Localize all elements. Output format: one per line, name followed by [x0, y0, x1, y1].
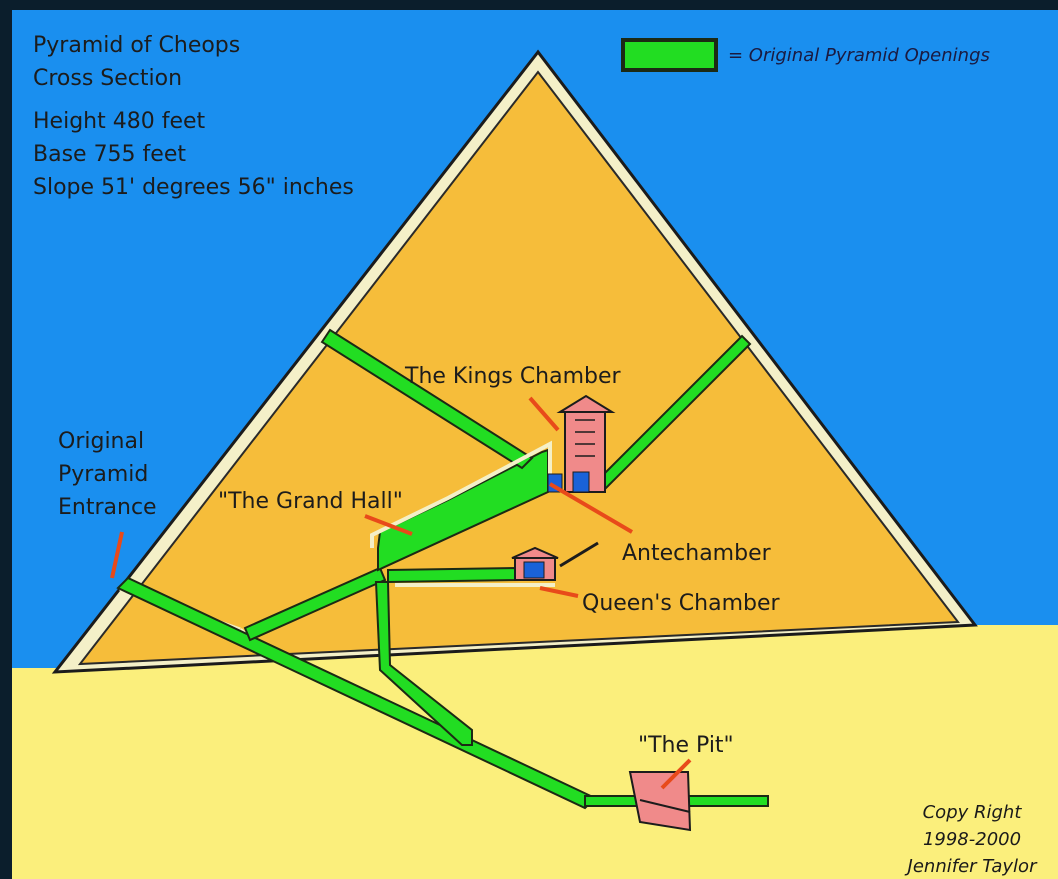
legend-swatch: [623, 40, 716, 70]
label-pit: "The Pit": [638, 733, 734, 758]
label-entrance-1: Original: [58, 429, 144, 454]
stat-base: Base 755 feet: [33, 142, 186, 167]
label-entrance-2: Pyramid: [58, 462, 148, 487]
label-queens-chamber: Queen's Chamber: [582, 591, 780, 616]
stat-height: Height 480 feet: [33, 109, 206, 134]
stat-slope: Slope 51' degrees 56" inches: [33, 175, 354, 200]
copyright-line-1: Copy Right: [923, 802, 1023, 823]
queens-passage: [388, 568, 520, 582]
label-antechamber: Antechamber: [622, 541, 772, 566]
label-entrance-3: Entrance: [58, 495, 157, 520]
copyright-line-3: Jennifer Taylor: [905, 856, 1039, 877]
title-line-1: Pyramid of Cheops: [33, 33, 240, 58]
label-grand-hall: "The Grand Hall": [218, 489, 403, 514]
copyright-line-2: 1998-2000: [923, 829, 1021, 850]
title-line-2: Cross Section: [33, 66, 182, 91]
legend-text: = Original Pyramid Openings: [728, 45, 990, 66]
label-kings-chamber: The Kings Chamber: [404, 364, 622, 389]
pit-chamber: [630, 772, 690, 830]
